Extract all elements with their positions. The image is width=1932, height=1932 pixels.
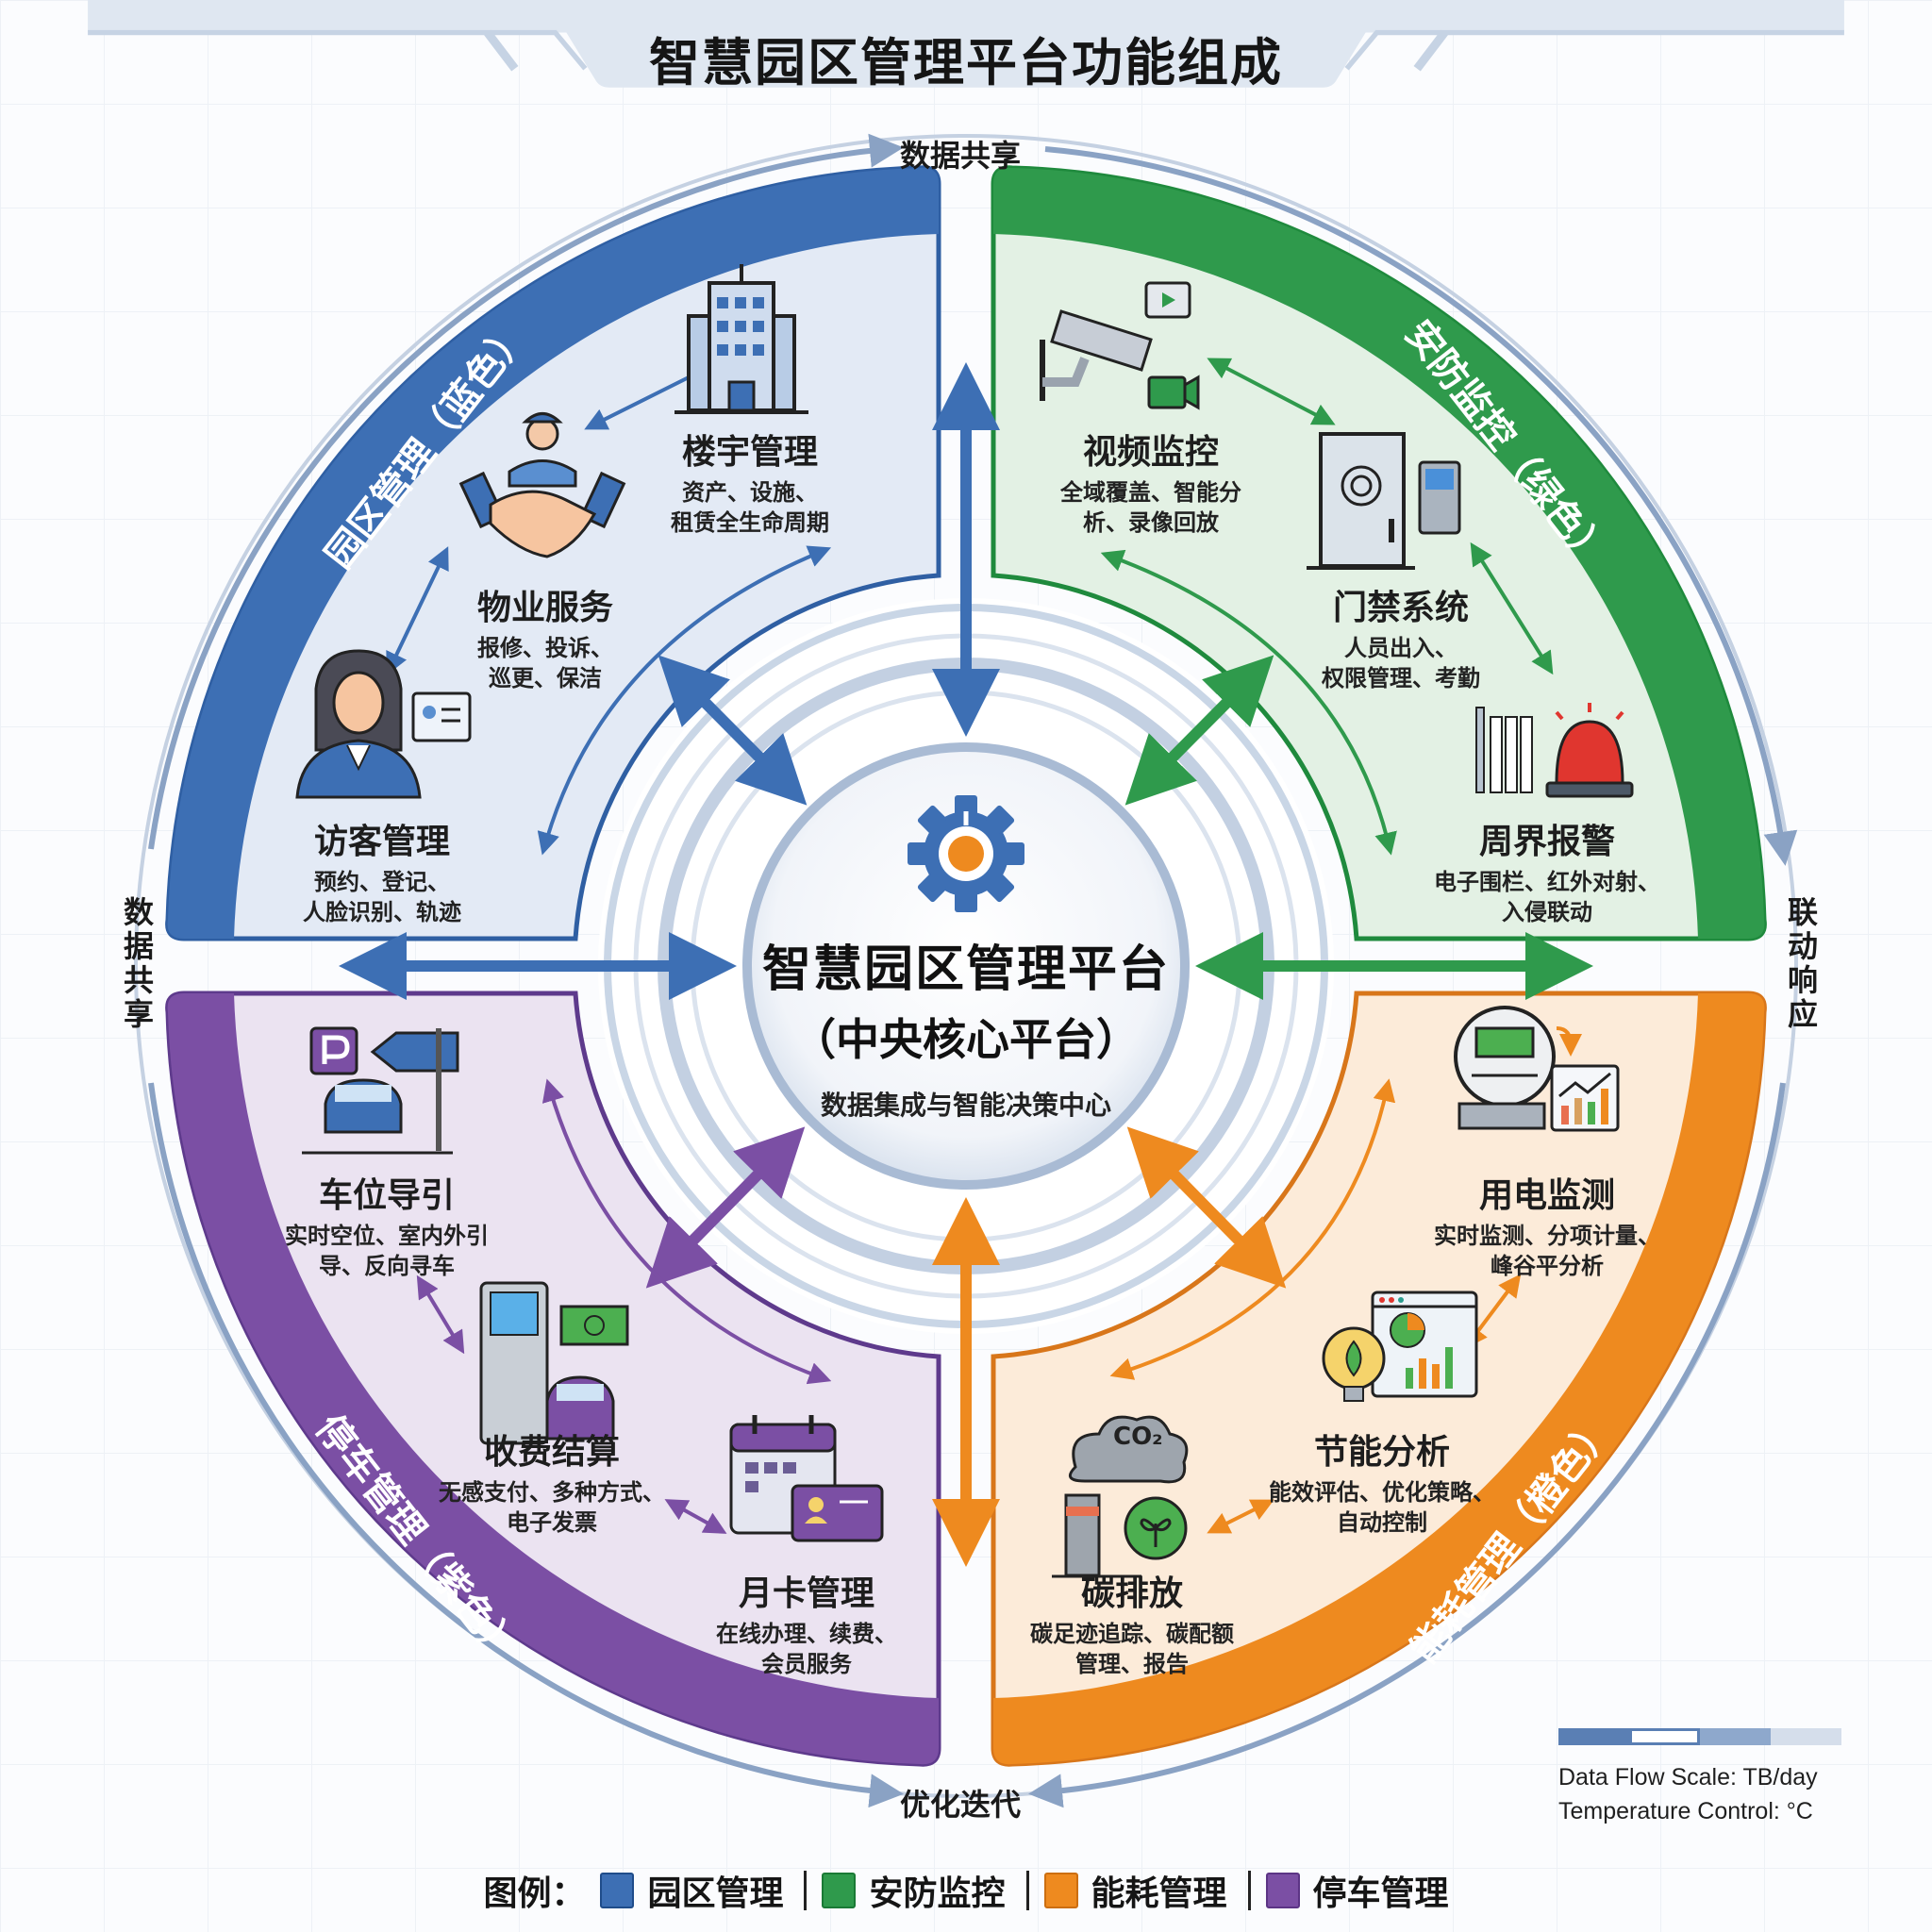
center-subtitle: （中央核心平台） <box>792 1014 1140 1065</box>
center-hub <box>742 742 1190 1190</box>
center-title: 智慧园区管理平台 <box>761 941 1170 998</box>
feature-parking-guidance[interactable]: 车位导引 实时空位、室内外引 导、反向寻车 <box>274 1168 500 1281</box>
ring-label-right: 联动响应 <box>1783 896 1819 1032</box>
scale-bar <box>1558 1728 1841 1745</box>
center-platform: 智慧园区管理平台 （中央核心平台） 数据集成与智能决策中心 <box>730 929 1202 1123</box>
feature-title: 周界报警 <box>1478 823 1615 861</box>
visitor-icon <box>295 649 472 799</box>
feature-desc-line: 人员出入、 <box>1344 635 1457 661</box>
feature-energy-analysis[interactable]: 节能分析 能效评估、优化策略、 自动控制 <box>1269 1424 1495 1538</box>
cctv-camera-icon <box>1040 281 1200 410</box>
color-legend: 图例： 园区管理 安防监控 能耗管理 停车管理 <box>0 1866 1932 1915</box>
feature-desc-line: 巡更、保洁 <box>489 665 602 691</box>
legend-item-park: 园区管理 <box>585 1866 783 1915</box>
feature-power-monitoring[interactable]: 用电监测 实时监测、分项计量、 峰谷平分析 <box>1434 1168 1660 1281</box>
center-description: 数据集成与智能决策中心 <box>820 1090 1111 1121</box>
feature-monthly-card[interactable]: 月卡管理 在线办理、续费、 会员服务 <box>703 1566 910 1679</box>
ring-label-top: 数据共享 <box>900 138 1022 174</box>
legend-item-energy: 能耗管理 <box>1029 1866 1227 1915</box>
feature-desc-line: 能效评估、优化策略、 <box>1269 1479 1495 1506</box>
building-icon <box>675 264 808 414</box>
feature-desc-line: 人脸识别、轨迹 <box>303 899 461 925</box>
fence-alarm-icon <box>1475 703 1634 798</box>
legend-label: 停车管理 <box>1312 1874 1449 1913</box>
feature-desc-line: 电子发票 <box>507 1509 597 1536</box>
feature-desc-line: 导、反向寻车 <box>319 1253 455 1279</box>
feature-title: 楼宇管理 <box>681 433 818 472</box>
door-access-icon <box>1307 432 1461 570</box>
feature-title: 碳排放 <box>1080 1574 1183 1613</box>
co2-label: CO₂ <box>1113 1423 1163 1451</box>
feature-desc-line: 电子围栏、红外对射、 <box>1434 869 1660 895</box>
feature-title: 视频监控 <box>1082 433 1219 472</box>
feature-title: 收费结算 <box>483 1433 620 1472</box>
monthly-card-icon <box>729 1415 884 1542</box>
scale-line-2: Temperature Control: °C <box>1558 1798 1813 1824</box>
feature-desc-line: 资产、设施、 <box>682 479 818 506</box>
feature-desc-line: 实时空位、室内外引 <box>285 1223 489 1249</box>
feature-desc-line: 析、录像回放 <box>1083 509 1219 536</box>
feature-perimeter-alarm[interactable]: 周界报警 电子围栏、红外对射、 入侵联动 <box>1429 814 1665 927</box>
legend-divider <box>1247 1871 1251 1910</box>
feature-fee-settlement[interactable]: 收费结算 无感支付、多种方式、 电子发票 <box>439 1424 665 1538</box>
feature-building-management[interactable]: 楼宇管理 资产、设施、 租赁全生命周期 <box>656 425 844 538</box>
feature-desc-line: 自动控制 <box>1337 1509 1427 1536</box>
feature-desc-line: 预约、登记、 <box>314 869 450 895</box>
feature-desc-line: 入侵联动 <box>1502 899 1592 925</box>
legend-item-parking: 停车管理 <box>1251 1866 1449 1915</box>
feature-desc-line: 租赁全生命周期 <box>671 509 829 536</box>
legend-item-security: 安防监控 <box>807 1866 1006 1915</box>
legend-label: 园区管理 <box>647 1874 784 1913</box>
legend-prefix: 图例： <box>483 1874 586 1913</box>
feature-title: 物业服务 <box>476 589 613 627</box>
handshake-icon <box>458 412 626 558</box>
feature-desc-line: 权限管理、考勤 <box>1322 665 1480 691</box>
ring-label-left: 数据共享 <box>119 896 155 1032</box>
scale-legend: Data Flow Scale: TB/day Temperature Cont… <box>1558 1728 1841 1828</box>
legend-swatch-purple <box>1265 1873 1300 1908</box>
payment-kiosk-icon <box>479 1281 629 1445</box>
title-banner <box>88 0 1844 88</box>
feature-property-service[interactable]: 物业服务 报修、投诉、 巡更、保洁 <box>451 580 640 693</box>
parking-guide-icon <box>302 1026 459 1155</box>
feature-access-control[interactable]: 门禁系统 人员出入、 权限管理、考勤 <box>1297 580 1505 693</box>
scale-line-1: Data Flow Scale: TB/day <box>1558 1764 1818 1790</box>
feature-desc-line: 全域覆盖、智能分 <box>1060 479 1241 506</box>
legend-divider <box>1025 1871 1029 1910</box>
feature-title: 门禁系统 <box>1332 589 1469 627</box>
feature-desc-line: 在线办理、续费、 <box>716 1621 897 1647</box>
feature-desc-line: 报修、投诉、 <box>477 635 613 661</box>
legend-swatch-blue <box>600 1873 635 1908</box>
feature-desc-line: 会员服务 <box>761 1651 852 1677</box>
feature-title: 车位导引 <box>318 1176 455 1215</box>
feature-desc-line: 峰谷平分析 <box>1491 1253 1604 1279</box>
feature-video-surveillance[interactable]: 视频监控 全域覆盖、智能分 析、录像回放 <box>1038 425 1264 538</box>
feature-visitor-management[interactable]: 访客管理 预约、登记、 人脸识别、轨迹 <box>288 814 476 927</box>
legend-label: 安防监控 <box>869 1874 1006 1913</box>
outer-ring <box>134 134 1798 1798</box>
feature-desc-line: 无感支付、多种方式、 <box>439 1479 665 1506</box>
ring-label-bottom: 优化迭代 <box>900 1787 1022 1823</box>
feature-desc-line: 实时监测、分项计量、 <box>1434 1223 1660 1249</box>
legend-swatch-orange <box>1043 1873 1078 1908</box>
power-meter-icon <box>1454 1006 1620 1132</box>
feature-title: 访客管理 <box>313 823 450 861</box>
feature-desc-line: 碳足迹追踪、碳配额 <box>1030 1621 1234 1647</box>
feature-title: 节能分析 <box>1313 1433 1450 1472</box>
energy-analysis-icon <box>1322 1291 1478 1402</box>
carbon-emission-icon <box>1052 1415 1189 1578</box>
gear-icon <box>908 795 1024 912</box>
legend-label: 能耗管理 <box>1091 1874 1227 1913</box>
feature-title: 月卡管理 <box>738 1574 874 1613</box>
legend-divider <box>804 1871 808 1910</box>
legend-swatch-green <box>822 1873 857 1908</box>
feature-carbon-emission[interactable]: 碳排放 碳足迹追踪、碳配额 管理、报告 <box>1024 1566 1241 1679</box>
feature-title: 用电监测 <box>1478 1176 1615 1215</box>
feature-desc-line: 管理、报告 <box>1075 1651 1189 1677</box>
page-title: 智慧园区管理平台功能组成 <box>649 33 1283 92</box>
